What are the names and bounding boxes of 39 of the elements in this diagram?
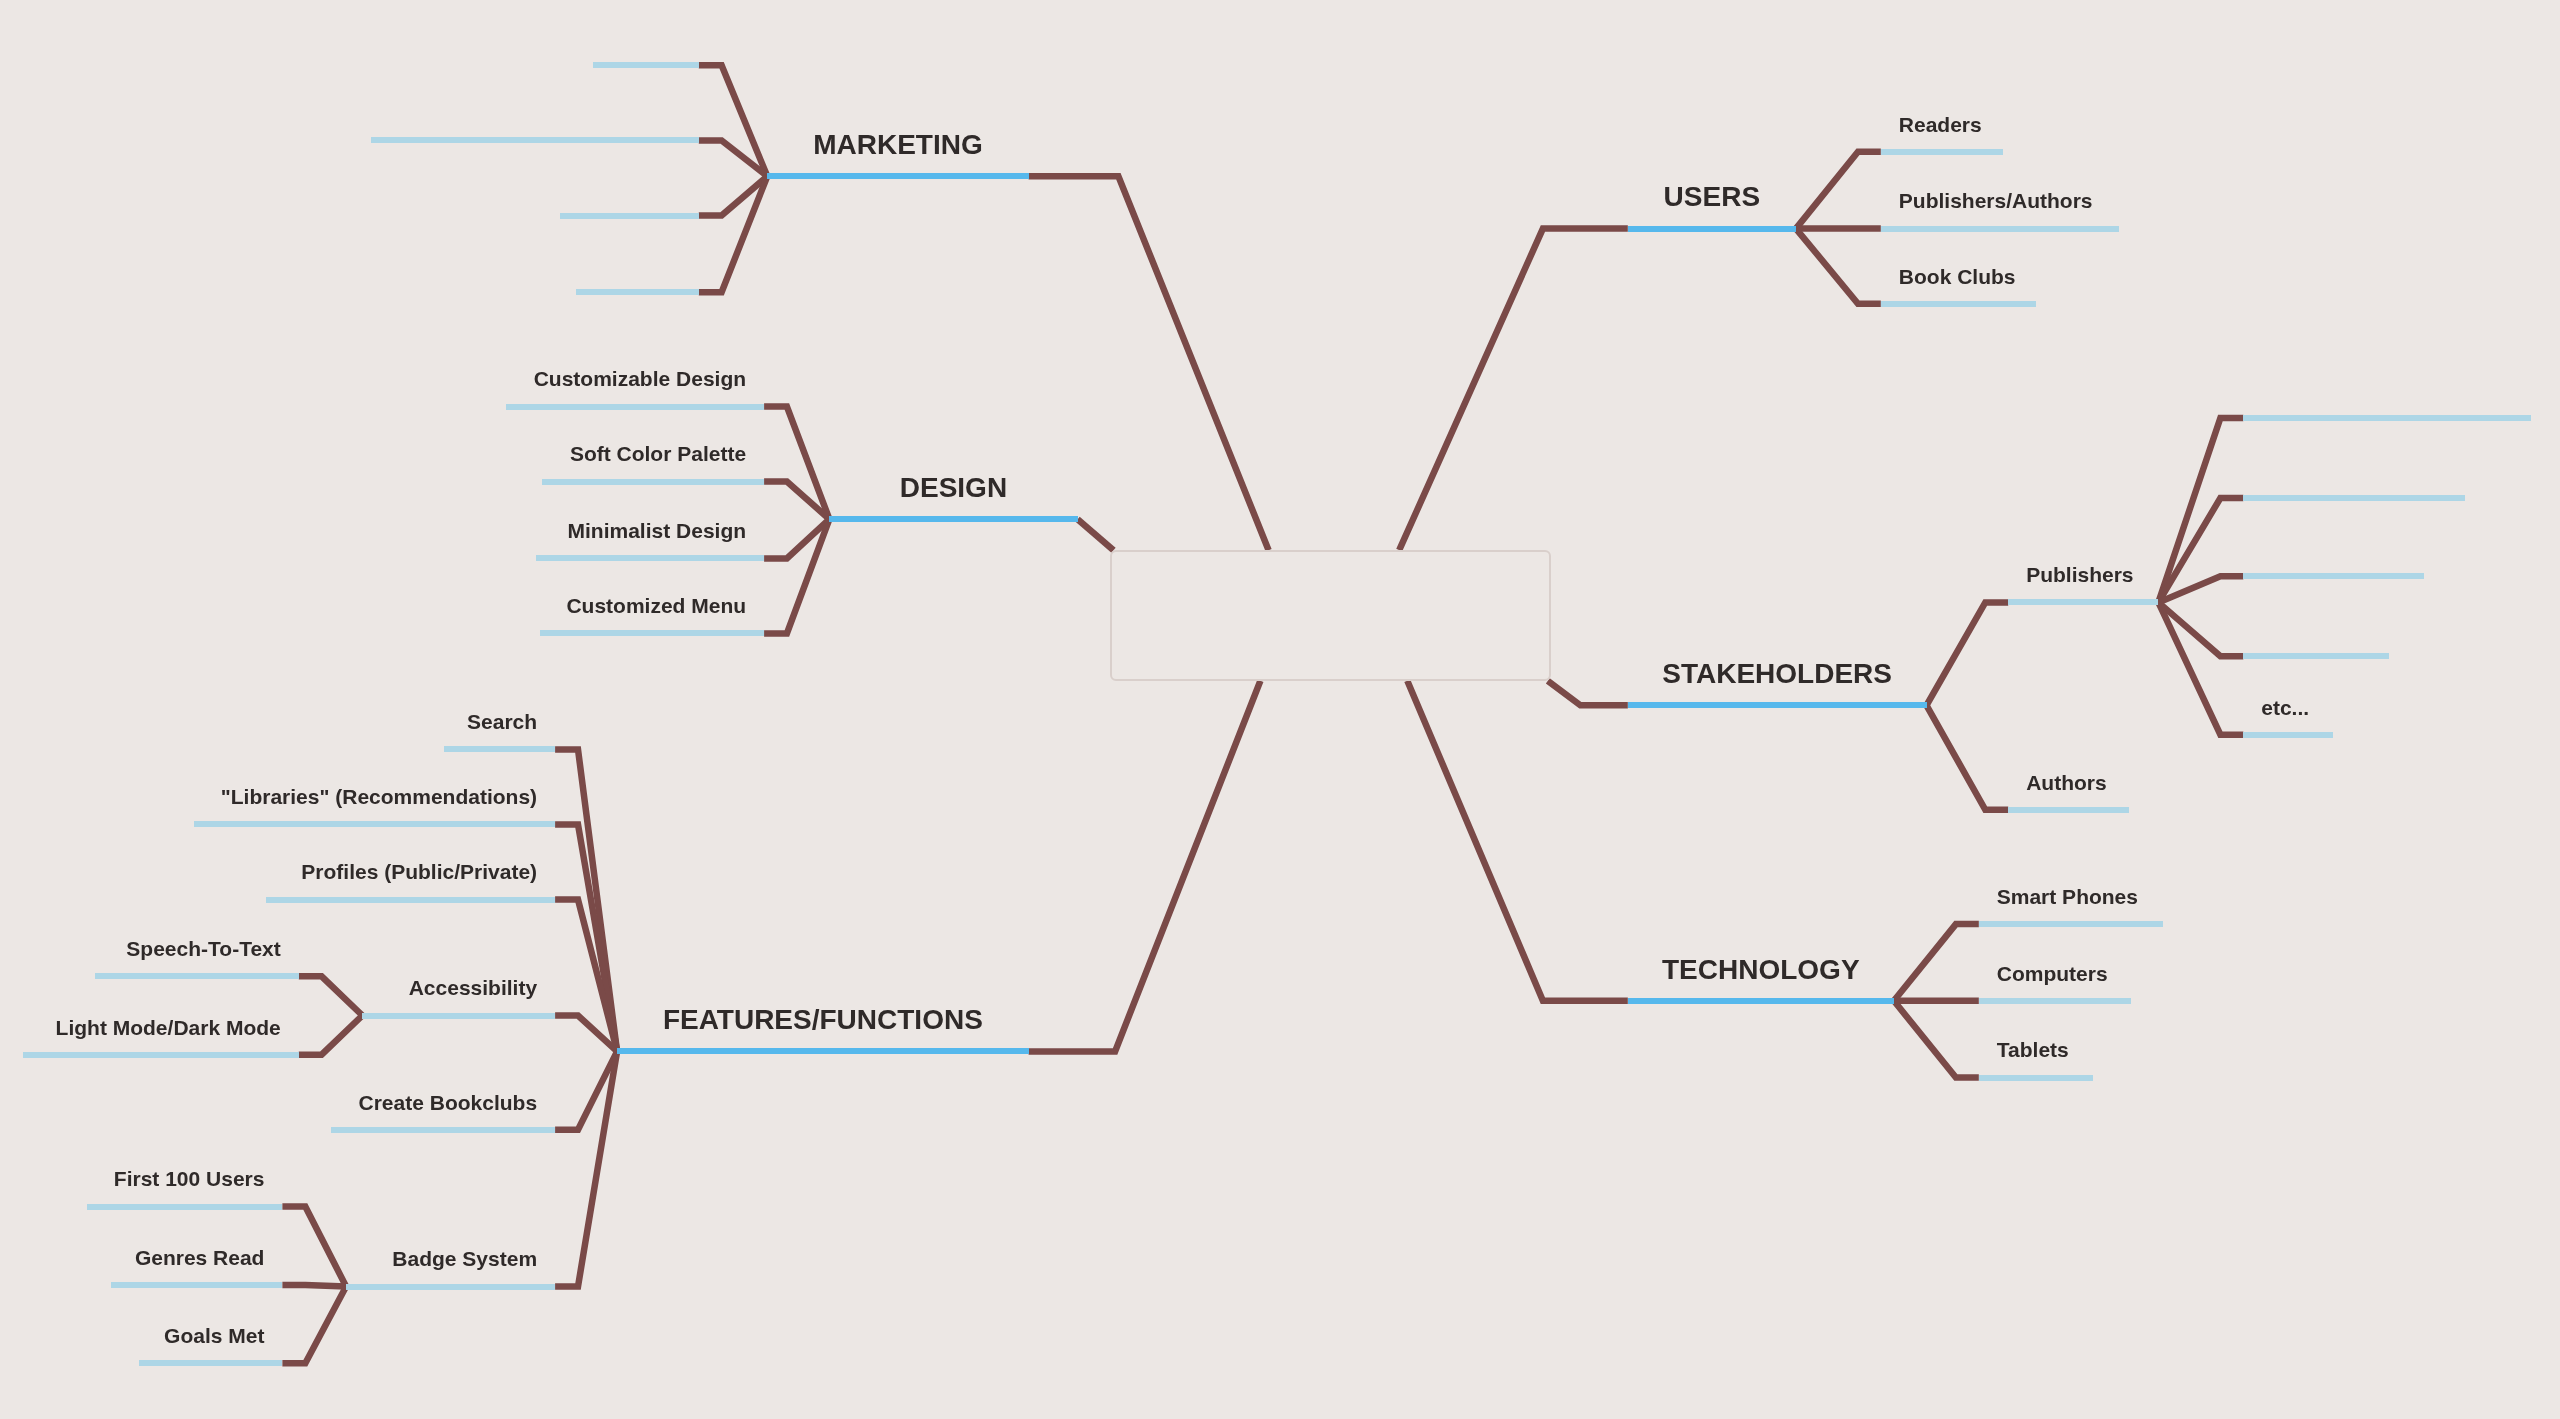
topic-label: MARKETING xyxy=(813,129,983,162)
subtopic-label: Customizable Design xyxy=(533,367,747,392)
topic-label: FEATURES/FUNCTIONS xyxy=(662,1004,983,1037)
branch-line xyxy=(1028,173,1272,552)
branch-line xyxy=(1923,599,2009,707)
subtopic-label: Search xyxy=(467,710,538,735)
subtopic-label: Computers xyxy=(1996,961,2108,986)
subtopic-label: Book Clubs xyxy=(1898,264,2016,289)
subtopic-label: etc... xyxy=(2261,695,2310,720)
topic-label: USERS xyxy=(1663,181,1761,214)
subtopic-label: Publishers xyxy=(2026,563,2134,588)
subtopic-label: Speech-To-Text xyxy=(126,937,281,962)
subtopic-label: Genres Read xyxy=(134,1245,265,1270)
center-node xyxy=(1110,550,1551,681)
subtopic-label: Soft Color Palette xyxy=(569,442,747,467)
subtopic-label: "Libraries" (Recommendations) xyxy=(220,785,538,810)
subtopic-label: Publishers/Authors xyxy=(1898,189,2093,214)
subtopic-label: Tablets xyxy=(1996,1038,2069,1063)
subtopic-label: First 100 Users xyxy=(113,1167,265,1192)
branch-line xyxy=(298,1013,365,1058)
subtopic-label: Profiles (Public/Private) xyxy=(301,860,538,885)
branch-line xyxy=(282,1281,347,1290)
subtopic-label: Authors xyxy=(2026,770,2107,795)
subtopic-label: Light Mode/Dark Mode xyxy=(55,1015,281,1040)
topic-label: DESIGN xyxy=(899,472,1008,505)
branch-line xyxy=(298,973,365,1018)
subtopic-label: Create Bookclubs xyxy=(358,1090,538,1115)
topic-label: STAKEHOLDERS xyxy=(1662,658,1892,691)
branch-line xyxy=(1923,703,2009,814)
subtopic-label: Accessibility xyxy=(408,976,538,1001)
subtopic-label: Smart Phones xyxy=(1996,884,2138,910)
subtopic-label: Goals Met xyxy=(164,1324,265,1349)
subtopic-label: Minimalist Design xyxy=(567,519,747,544)
subtopic-label: Badge System xyxy=(392,1247,538,1272)
subtopic-label: Readers xyxy=(1898,112,1982,137)
branch-line xyxy=(1074,515,1116,553)
subtopic-label: Customized Menu xyxy=(566,594,747,619)
topic-label: TECHNOLOGY xyxy=(1662,953,1860,986)
branch-line xyxy=(1028,679,1264,1055)
